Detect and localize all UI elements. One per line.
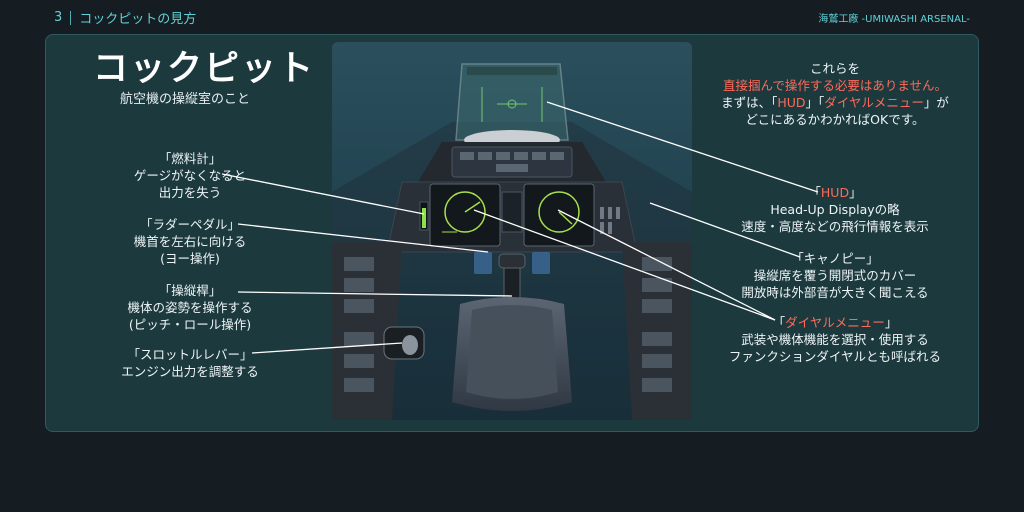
dial-menu-desc-1: 武装や機体機能を選択・使用する <box>741 332 929 347</box>
intro-line-2: 直接掴んで操作する必要はありません。 <box>722 78 947 93</box>
page-subtitle: 航空機の操縦室のこと <box>120 92 251 107</box>
fuel-gauge-title: 「燃料計」 <box>158 151 222 166</box>
canopy-label: 「キャノピー」 操縦席を覆う開閉式のカバー 開放時は外部音が大きく聞こえる <box>730 250 940 301</box>
rudder-pedal-label: 「ラダーペダル」 機首を左右に向ける (ヨー操作) <box>120 216 260 267</box>
page-number: 3 <box>54 10 63 25</box>
dial-close: 」 <box>884 315 898 330</box>
rudder-pedal-title: 「ラダーペダル」 <box>139 217 240 232</box>
dial-menu-desc-2: ファンクションダイヤルとも呼ばれる <box>728 349 942 364</box>
throttle-title: 「スロットルレバー」 <box>127 347 253 362</box>
hud-label: 「HUD」 Head-Up Displayの略 速度・高度などの飛行情報を表示 <box>730 184 940 235</box>
canopy-desc-2: 開放時は外部音が大きく聞こえる <box>741 285 929 300</box>
intro-dial: ダイヤルメニュー <box>824 95 924 110</box>
brand-text: 海鷲工廠 -UMIWASHI ARSENAL- <box>818 14 970 25</box>
intro-note: これらを 直接掴んで操作する必要はありません。 まずは、「HUD」「ダイヤルメニ… <box>700 60 970 128</box>
throttle-label: 「スロットルレバー」 エンジン出力を調整する <box>105 346 275 380</box>
intro-line-3: まずは、「HUD」「ダイヤルメニュー」が <box>700 94 970 111</box>
cockpit-illustration <box>332 42 692 420</box>
rudder-pedal-desc-2: (ヨー操作) <box>160 251 220 266</box>
hud-desc-2: 速度・高度などの飛行情報を表示 <box>741 219 929 234</box>
intro-line-1: これらを <box>809 61 860 76</box>
intro-line-4: どこにあるかわかればOKです。 <box>745 112 925 127</box>
dial-open: 「 <box>772 315 786 330</box>
hud-open: 「 <box>808 185 821 200</box>
hud-close: 」 <box>849 185 862 200</box>
control-stick-desc-2: (ピッチ・ロール操作) <box>128 317 252 332</box>
dial-name: ダイヤルメニュー <box>785 315 885 330</box>
canopy-title: 「キャノピー」 <box>791 251 879 266</box>
dial-menu-label: 「ダイヤルメニュー」 武装や機体機能を選択・使用する ファンクションダイヤルとも… <box>715 314 955 365</box>
header-bar: 3 コックピットの見方 海鷲工廠 -UMIWASHI ARSENAL- <box>0 0 1024 34</box>
canopy-desc-1: 操縦席を覆う開閉式のカバー <box>753 268 917 283</box>
hud-title: 「HUD」 <box>730 184 940 201</box>
control-stick-label: 「操縦桿」 機体の姿勢を操作する (ピッチ・ロール操作) <box>110 282 270 333</box>
rudder-pedal-desc-1: 機首を左右に向ける <box>133 234 247 249</box>
control-stick-title: 「操縦桿」 <box>158 283 222 298</box>
breadcrumb-divider <box>70 10 72 25</box>
dial-menu-title: 「ダイヤルメニュー」 <box>715 314 955 331</box>
cockpit-image <box>332 42 692 420</box>
hud-desc-1: Head-Up Displayの略 <box>770 202 900 217</box>
throttle-desc: エンジン出力を調整する <box>121 364 259 379</box>
fuel-gauge-desc-1: ゲージがなくなると <box>133 168 247 183</box>
intro-prefix: まずは、「 <box>721 95 778 110</box>
intro-hud: HUD <box>777 95 806 110</box>
fuel-gauge-label: 「燃料計」 ゲージがなくなると 出力を失う <box>120 150 260 201</box>
intro-suffix: 」が <box>923 95 949 110</box>
control-stick-desc-1: 機体の姿勢を操作する <box>127 300 253 315</box>
page-title: コックピット <box>93 49 316 89</box>
fuel-gauge-desc-2: 出力を失う <box>158 185 222 200</box>
hud-name: HUD <box>820 185 850 200</box>
breadcrumb: 3 コックピットの見方 <box>54 8 196 27</box>
section-title: コックピットの見方 <box>79 12 197 27</box>
intro-mid: 」「 <box>805 95 825 110</box>
